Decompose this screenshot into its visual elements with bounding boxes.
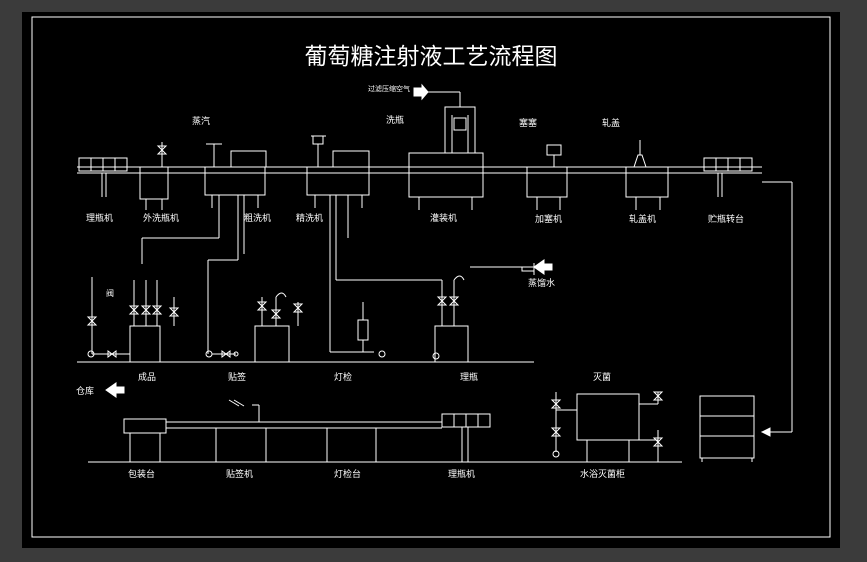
- label-valve: 阀: [106, 289, 114, 298]
- sort-tank: [434, 325, 469, 363]
- label-stopper-machine: 加塞机: [535, 213, 562, 225]
- water-arrow-icon: [533, 259, 553, 275]
- label-labeler: 贴签机: [226, 468, 253, 480]
- label-fine-washer: 精洗机: [296, 212, 323, 224]
- label-cap: 轧盖: [602, 117, 620, 129]
- fine-washer: [306, 166, 370, 196]
- packing-table: [123, 418, 167, 434]
- drawing-sheet: 葡萄糖注射液工艺流程图 蒸汽 洗瓶 塞塞 轧盖 过滤压缩空气 蒸馏水 理瓶机 外…: [22, 12, 840, 548]
- label-capper: 轧盖机: [629, 213, 656, 225]
- filler-machine: [408, 152, 484, 198]
- label-filtered-air: 过滤压缩空气: [368, 84, 410, 93]
- label-sterilize: 灭菌: [593, 371, 611, 383]
- label-tank: [254, 325, 290, 363]
- process-flow-diagram: 葡萄糖注射液工艺流程图 蒸汽 洗瓶 塞塞 轧盖 过滤压缩空气 蒸馏水 理瓶机 外…: [31, 16, 831, 538]
- capper-machine: [625, 166, 669, 198]
- bottle-rack: [699, 395, 755, 459]
- label-sorter: 理瓶机: [448, 468, 475, 480]
- label-packing-table: 包装台: [128, 468, 155, 480]
- label-wash: 洗瓶: [386, 114, 404, 126]
- label-warehouse: 仓库: [76, 385, 94, 397]
- label-lamp-check: 灯检: [334, 371, 352, 383]
- filter-unit: [357, 319, 369, 341]
- warehouse-arrow-icon: [105, 382, 125, 398]
- label-labeling: 贴签: [228, 371, 246, 383]
- label-buffer-table: 贮瓶转台: [708, 213, 744, 225]
- label-lamp-table: 灯检台: [334, 468, 361, 480]
- label-outer-washer: 外洗瓶机: [143, 212, 179, 224]
- outer-washer-valve: [156, 145, 168, 155]
- label-bottle-sorter: 理瓶机: [86, 212, 113, 224]
- air-arrow-icon: [413, 83, 429, 101]
- stopper-machine: [526, 166, 568, 198]
- label-finished: 成品: [138, 371, 156, 383]
- label-water: 蒸馏水: [528, 277, 555, 289]
- label-stopper: 塞塞: [519, 117, 537, 129]
- drawing-border: [31, 16, 831, 538]
- label-sterilizer: 水浴灭菌柜: [580, 468, 625, 480]
- label-filler: 灌装机: [430, 212, 457, 224]
- page-title: 葡萄糖注射液工艺流程图: [305, 44, 558, 70]
- label-rough-washer: 粗洗机: [244, 212, 271, 224]
- rough-washer: [204, 166, 266, 196]
- label-steam: 蒸汽: [192, 115, 210, 127]
- label-sorting: 理瓶: [460, 371, 478, 383]
- outer-washer: [139, 166, 169, 200]
- product-tank: [129, 325, 161, 363]
- water-bath-sterilizer: [576, 393, 640, 441]
